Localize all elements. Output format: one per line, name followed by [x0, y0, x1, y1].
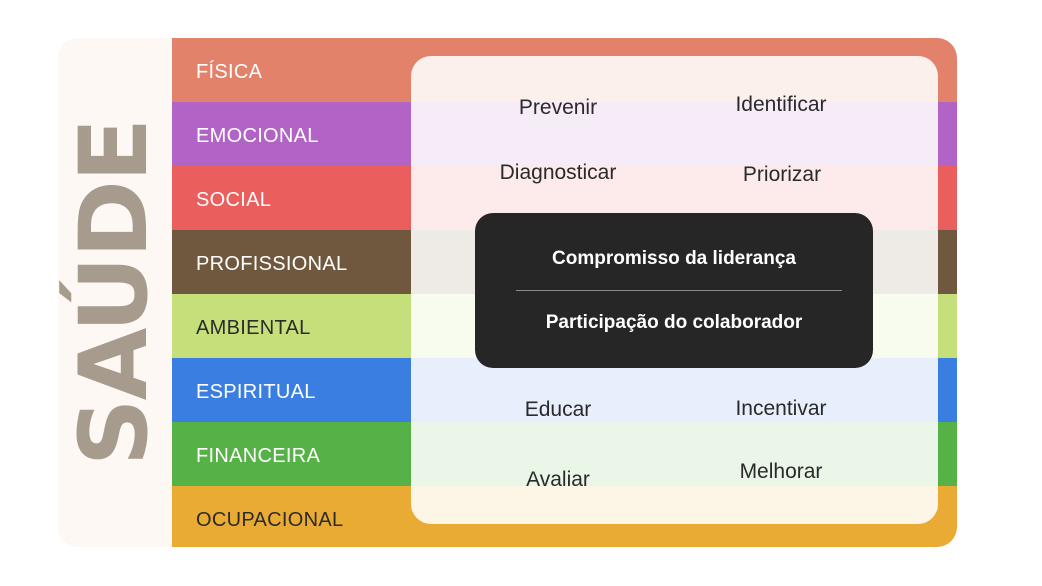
action-diagnosticar: Diagnosticar [499, 161, 617, 184]
center-bottom-text: Participação do colaborador [545, 312, 803, 333]
dimension-label: ESPIRITUAL [196, 380, 316, 403]
center-divider [516, 290, 842, 291]
center-box: Compromisso da liderança Participação do… [475, 213, 873, 368]
vertical-title: SAÚDE [60, 119, 169, 467]
dimension-label: PROFISSIONAL [196, 252, 348, 275]
dimension-label: FÍSICA [196, 60, 263, 83]
side-title-area: SAÚDE [58, 38, 172, 547]
dimension-label: AMBIENTAL [196, 316, 311, 339]
dimension-label: EMOCIONAL [196, 124, 319, 147]
action-melhorar: Melhorar [739, 460, 823, 483]
action-educar: Educar [524, 398, 592, 421]
action-identificar: Identificar [735, 93, 827, 116]
center-top-text: Compromisso da liderança [552, 248, 796, 269]
dimension-label: SOCIAL [196, 188, 272, 211]
action-avaliar: Avaliar [526, 468, 590, 491]
dimension-label: FINANCEIRA [196, 444, 321, 467]
dimension-label: OCUPACIONAL [196, 508, 344, 531]
action-prevenir: Prevenir [518, 96, 598, 119]
action-incentivar: Incentivar [735, 397, 827, 420]
action-priorizar: Priorizar [742, 163, 822, 186]
